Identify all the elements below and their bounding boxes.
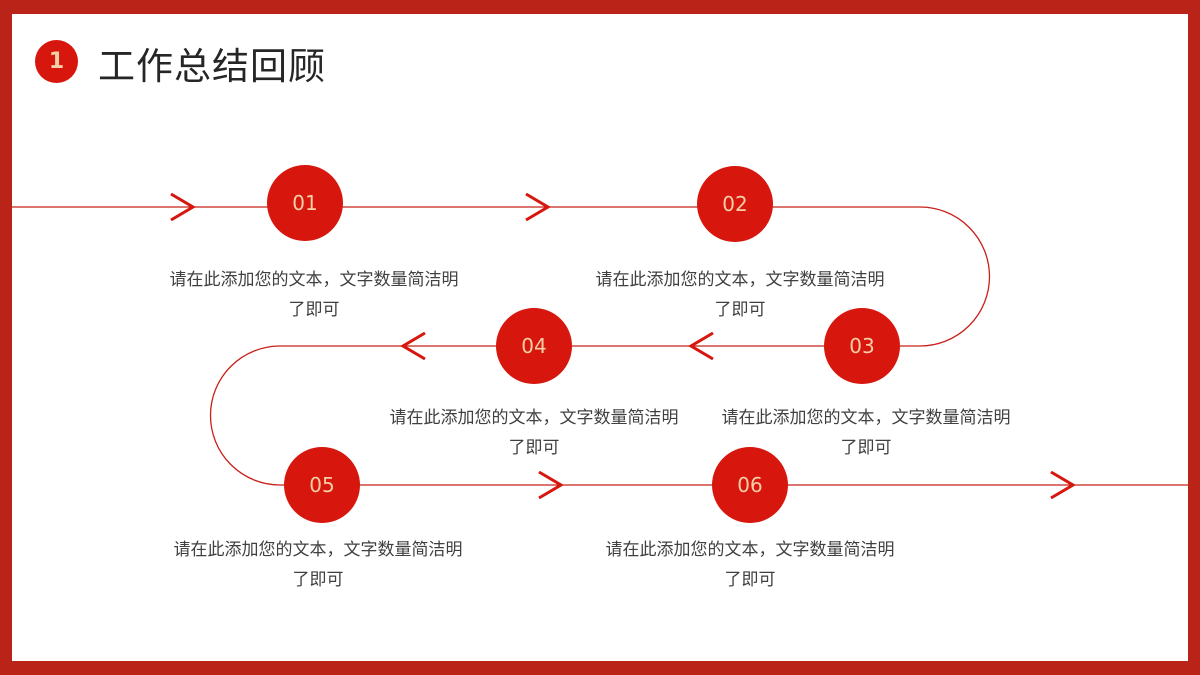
desc-line: 请在此添加您的文本，文字数量简洁明 (389, 408, 679, 428)
section-number-badge: 1 (35, 40, 78, 83)
desc-line: 了即可 (288, 300, 340, 320)
arrow-right-icon (1050, 470, 1076, 500)
desc-line: 了即可 (508, 438, 560, 458)
step-node-06: 06 (712, 447, 788, 523)
arrow-left-icon (688, 331, 714, 361)
desc-line: 了即可 (714, 300, 766, 320)
arrow-left-icon (400, 331, 426, 361)
step-node-02: 02 (697, 166, 773, 242)
arrow-right-icon (538, 470, 564, 500)
step-description-02: 请在此添加您的文本，文字数量简洁明了即可 (580, 265, 900, 325)
step-node-05: 05 (284, 447, 360, 523)
step-description-01: 请在此添加您的文本，文字数量简洁明了即可 (154, 265, 474, 325)
step-node-04: 04 (496, 308, 572, 384)
timeline-line (12, 206, 1188, 486)
arrow-right-icon (170, 192, 196, 222)
step-description-04: 请在此添加您的文本，文字数量简洁明了即可 (374, 403, 694, 463)
arrow-right-icon (525, 192, 551, 222)
desc-line: 请在此添加您的文本，文字数量简洁明 (173, 540, 463, 560)
step-node-01: 01 (267, 165, 343, 241)
desc-line: 请在此添加您的文本，文字数量简洁明 (595, 270, 885, 290)
page-title: 工作总结回顾 (98, 45, 326, 88)
desc-line: 请在此添加您的文本，文字数量简洁明 (169, 270, 459, 290)
slide (12, 14, 1188, 661)
step-node-03: 03 (824, 308, 900, 384)
desc-line: 请在此添加您的文本，文字数量简洁明 (721, 408, 1011, 428)
step-description-05: 请在此添加您的文本，文字数量简洁明了即可 (158, 535, 478, 595)
desc-line: 了即可 (840, 438, 892, 458)
desc-line: 了即可 (724, 570, 776, 590)
step-description-06: 请在此添加您的文本，文字数量简洁明了即可 (590, 535, 910, 595)
step-description-03: 请在此添加您的文本，文字数量简洁明了即可 (706, 403, 1026, 463)
desc-line: 请在此添加您的文本，文字数量简洁明 (605, 540, 895, 560)
desc-line: 了即可 (292, 570, 344, 590)
